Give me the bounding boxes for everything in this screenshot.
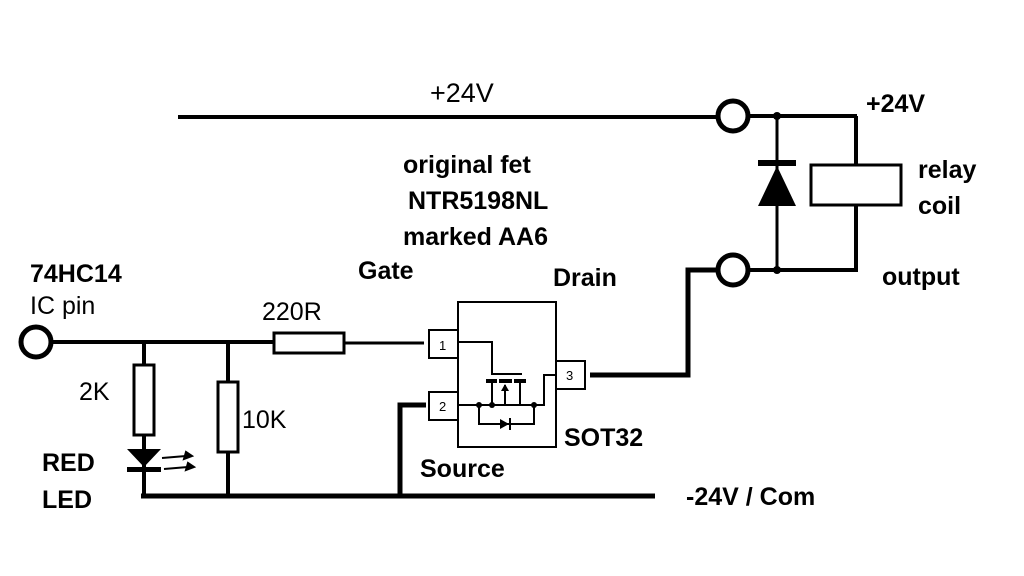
- pin1-box: [428, 329, 459, 359]
- label-pin1: 1: [439, 338, 446, 353]
- resistor-220r: [272, 331, 346, 355]
- body-diode-icon: [500, 419, 509, 429]
- light-emission-icon: [161, 450, 197, 472]
- label-fet-note-2: NTR5198NL: [408, 187, 548, 215]
- label-gate: Gate: [358, 257, 414, 285]
- label-ic-name: 74HC14: [30, 260, 122, 288]
- wire-drain: [590, 267, 716, 378]
- junction-dot: [476, 402, 482, 408]
- label-relay-2: coil: [918, 192, 961, 220]
- label-output: output: [882, 263, 960, 291]
- label-source: Source: [420, 455, 505, 483]
- label-package: SOT32: [564, 424, 643, 452]
- label-pin3: 3: [566, 368, 573, 383]
- label-fet-note-1: original fet: [403, 151, 531, 179]
- label-r-series: 220R: [262, 298, 322, 326]
- label-relay-1: relay: [918, 156, 976, 184]
- body-arrow-icon: [501, 384, 509, 391]
- label-r-pulldown: 10K: [242, 406, 287, 434]
- label-ground: -24V / Com: [686, 483, 815, 511]
- relay-coil: [809, 163, 903, 207]
- label-r-led: 2K: [79, 378, 110, 406]
- label-led-1: RED: [42, 449, 95, 477]
- led-bar: [127, 467, 161, 472]
- label-supply-top: +24V: [430, 78, 494, 108]
- resistor-10k: [216, 380, 240, 454]
- junction-dot: [773, 266, 781, 274]
- junction-dot: [489, 402, 495, 408]
- label-fet-note-3: marked AA6: [403, 223, 548, 251]
- label-drain: Drain: [553, 264, 617, 292]
- pin3-box: [555, 360, 586, 390]
- label-pin2: 2: [439, 399, 446, 414]
- ic-pin-terminal: [18, 324, 54, 360]
- red-led-icon: [127, 449, 161, 467]
- wire-source: [397, 402, 426, 496]
- terminal-output: [715, 252, 751, 288]
- flyback-diode-icon: [758, 166, 796, 206]
- label-led-2: LED: [42, 486, 92, 514]
- label-supply-right: +24V: [866, 90, 925, 118]
- terminal-24v: [715, 98, 751, 134]
- resistor-2k: [132, 363, 156, 437]
- label-ic-pin: IC pin: [30, 292, 95, 320]
- mosfet-symbol: [458, 341, 556, 425]
- diode-bar: [758, 160, 796, 166]
- junction-dot: [531, 402, 537, 408]
